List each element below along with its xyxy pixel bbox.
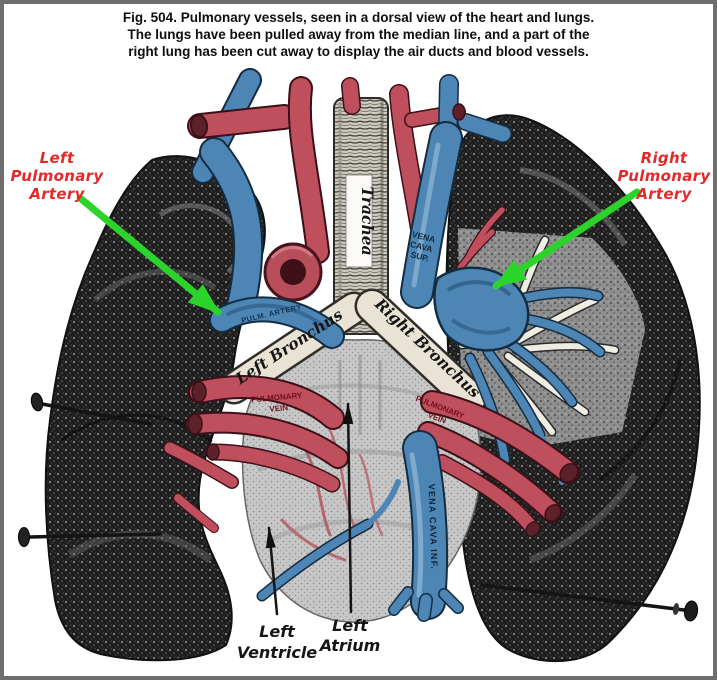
vena-cava-inferior-vessel [388,430,464,622]
pin-head [30,392,44,412]
pin-shaft [480,583,686,612]
small-artery [457,229,495,271]
left-pulmonary-artery-label: Left Pulmonary Artery [11,149,105,203]
air-duct [513,343,618,353]
cut-vessel-end [559,463,579,483]
pin-shaft [40,402,152,426]
cut-vessel-end [191,381,207,403]
pulmonary-vein [187,413,347,467]
left-pulmonary-artery-vessel [209,296,345,349]
left-atrium-arrow [343,402,354,614]
coronary-artery [280,518,347,562]
pulmonary-vein [422,392,578,482]
aorta-ring-highlight [270,246,314,259]
pulmonary-vein [207,445,339,491]
aorta-cut-ring [263,242,323,302]
left-atrium-label: Left Atrium [318,616,381,655]
great-vessels-right [389,74,512,309]
rpa-hilum-shade [450,318,511,335]
pvl-line: VEIN [269,403,289,414]
left-carotid-artery [189,106,295,137]
cut-vessel-end [187,413,203,435]
figure-caption: Fig. 504. Pulmonary vessels, seen in a d… [0,9,717,60]
ivc-highlight [409,452,424,598]
right-bronchus-tube [357,291,485,413]
trachea-label: Trachea [358,186,377,255]
rpa-branch [501,336,576,406]
lpa-label-line: Left [40,149,75,167]
right-jugular-vein [439,75,458,137]
cut-vessel-end [189,114,209,138]
right-pulmonary-artery-arrow [492,188,641,290]
right-pulmonary-artery-label: Right Pulmonary Artery [618,149,712,203]
lv-label-line: Ventricle [237,643,317,662]
left-ventricle-label: Left Ventricle [237,622,317,662]
left-ventricle-arrow [265,526,279,616]
mounting-pins [18,392,699,622]
rpa-label-line: Right [641,149,688,167]
pulmonary-vein [190,377,343,428]
pin-head [18,527,30,547]
lpa-label-line: Pulmonary [11,167,105,185]
ivc-root [389,587,413,615]
cut-vessel-end [206,443,220,461]
vena-cava-superior-highlight [411,142,441,288]
left-lung-swirl [92,268,217,303]
great-vessels-left [187,68,361,325]
left-pulmonary-artery-arrow [76,194,222,316]
rpa-hilum-shade [446,280,512,297]
annotation-overlay: Left Pulmonary Artery Right Pulmonary Ar… [11,149,712,662]
vena-cava-inf-label: VENA CAVA INF. [426,484,439,571]
artery-stub [342,78,360,114]
rpa-label-line: Artery [635,185,692,203]
pin-collar [672,603,680,615]
caption-line-3: right lung has been cut away to display … [128,44,589,59]
cutaway-small-arteries [456,206,506,272]
coronary-artery [328,428,357,530]
pin-shaft [28,532,162,539]
caption-line-1: Fig. 504. Pulmonary vessels, seen in a d… [122,10,595,25]
la-label-line: Atrium [318,636,381,655]
cut-vessel-end [525,521,541,537]
right-lung-swirl [519,167,628,247]
lpa-tube [211,298,343,347]
pulmonary-veins-left [163,375,349,533]
air-duct [509,297,598,347]
trachea: Trachea [333,97,389,335]
aorta-descending [289,78,328,262]
rpa-label-line: Pulmonary [618,167,712,185]
pulmonary-vein [419,423,561,521]
pulmonary-vein [174,494,218,532]
coronary-artery [358,453,384,537]
rpa-branch [484,348,544,439]
pin-head [683,600,699,622]
ivc-root [418,594,432,621]
vcs-line: SUP. [410,249,431,263]
lpa-tube-shade [226,303,328,330]
ivc-root [439,589,463,613]
pulmonary-veins-right [417,390,580,536]
air-duct [505,353,588,415]
right-subclavian-vein [458,114,511,142]
lv-label-line: Left [259,622,296,641]
pulmonary-vein [164,442,238,488]
la-label-line: Left [332,616,369,635]
coronary-vein [365,479,401,527]
pulmonary-vein [435,455,539,535]
vena-cava-sup-label: VENA CAVA SUP. [406,229,438,264]
left-pulmonary-artery-trunk [201,139,262,323]
ivc-tube [404,432,447,618]
right-lung-swirl [598,359,682,482]
lpa-label-line: Artery [28,185,85,203]
right-lung [445,114,701,663]
vena-cava-superior [402,123,461,307]
caption-line-2: The lungs have been pulled away from the… [127,27,590,42]
trachea-label-plate [345,174,373,268]
cut-vessel-end [544,504,562,522]
cut-vessel-end [452,103,466,121]
right-lung-swirl [528,473,638,564]
aorta-ring-lumen [280,259,306,285]
